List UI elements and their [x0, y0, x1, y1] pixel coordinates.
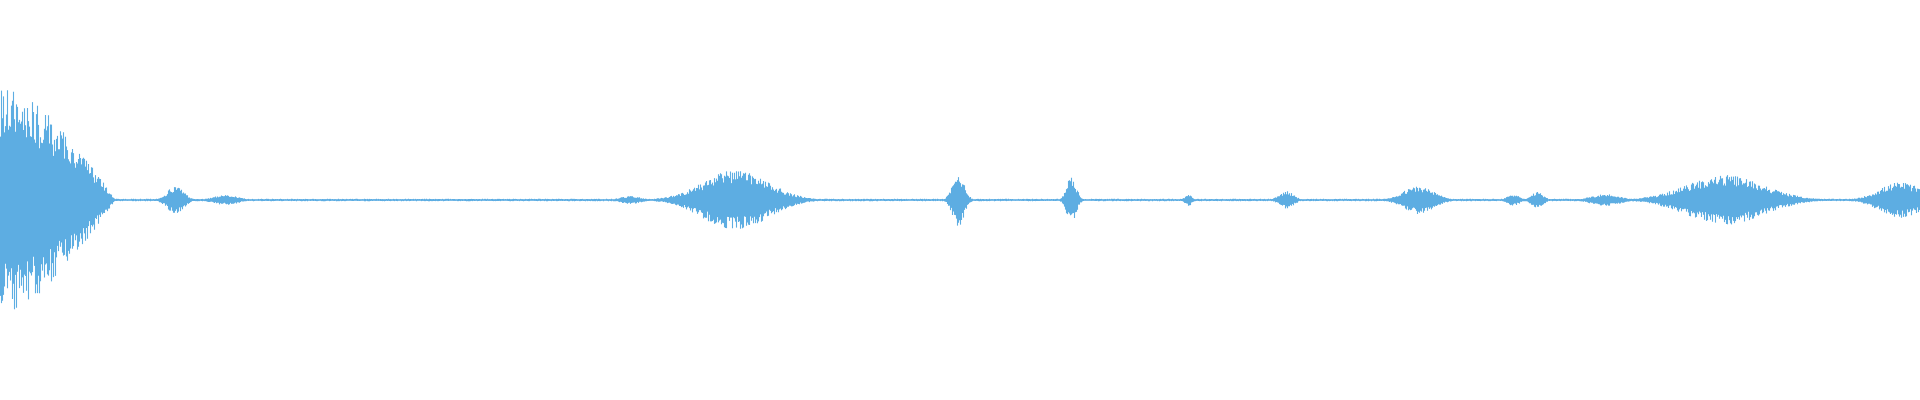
- waveform-trace: [0, 90, 1920, 310]
- waveform-peaks: [0, 90, 1920, 310]
